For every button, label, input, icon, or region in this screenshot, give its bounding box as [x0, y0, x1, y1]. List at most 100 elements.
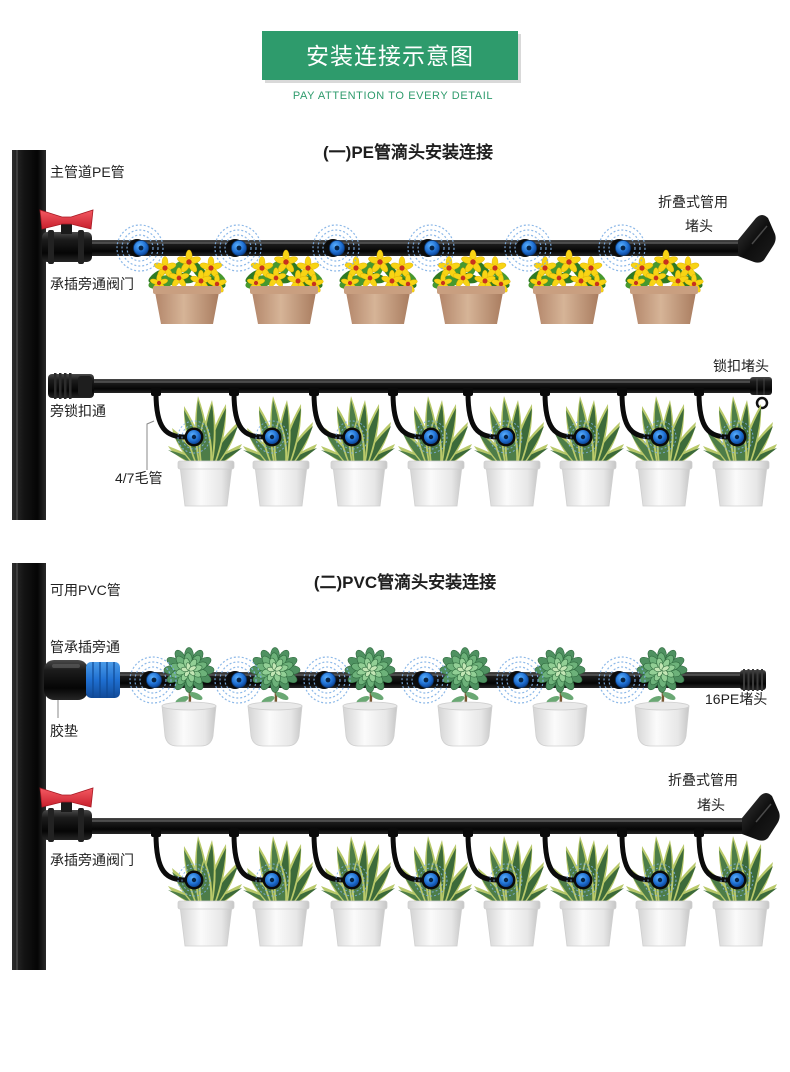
capillary-tube — [465, 390, 501, 440]
water-ripple — [335, 863, 369, 897]
pot-body — [561, 905, 615, 947]
lock-tee-ridge — [59, 373, 62, 399]
capillary-tube — [542, 390, 578, 440]
capillary-tube-icon — [463, 828, 501, 883]
capillary-tube — [619, 390, 655, 440]
flower-center — [273, 275, 279, 281]
pot-body — [409, 905, 463, 947]
dripper-icon — [489, 863, 523, 897]
stem-leaf — [662, 691, 676, 701]
yellow-flower — [344, 256, 368, 278]
capillary-tube — [311, 390, 347, 440]
stem-leaf — [465, 691, 479, 701]
plug-thread — [743, 669, 745, 691]
pot-rim — [177, 900, 235, 910]
dripper-outlet — [580, 877, 586, 883]
pot-rim — [177, 460, 235, 470]
snake-plant-pot-icon — [703, 396, 777, 507]
flower-center — [633, 280, 639, 286]
dripper-icon — [401, 656, 449, 704]
dripper-outlet — [138, 245, 144, 251]
stem-leaf — [189, 691, 203, 701]
water-ripple — [134, 661, 172, 699]
water-ripple — [177, 420, 211, 454]
pot-body — [535, 292, 599, 324]
header-subtitle: PAY ATTENTION TO EVERY DETAIL — [293, 90, 493, 102]
pot-body — [409, 465, 463, 507]
capillary-tube — [390, 390, 426, 440]
water-ripple — [181, 424, 207, 450]
lock-end-cap-icon — [750, 377, 772, 410]
flower-center — [536, 280, 542, 286]
dripper-icon — [335, 420, 369, 454]
pot-rim — [344, 286, 412, 294]
water-ripple — [219, 661, 257, 699]
water-ripple — [406, 661, 444, 699]
section-pe-title: (一)PE管滴头安装连接 — [323, 142, 493, 162]
yellow-flower — [548, 267, 570, 287]
dripper-outlet — [236, 245, 242, 251]
dripper-outlet — [191, 877, 197, 883]
pot-rim — [635, 460, 693, 470]
pot-rim — [407, 900, 465, 910]
leader-lines — [57, 420, 155, 718]
water-ripple — [608, 234, 636, 262]
stem-leaf — [560, 691, 574, 701]
pot-body — [485, 465, 539, 507]
dripper-icon — [643, 863, 677, 897]
yellow-flower — [684, 274, 704, 293]
main-pipe-highlight — [16, 150, 18, 520]
pot-body — [561, 465, 615, 507]
branch-pipe-icon — [92, 379, 752, 393]
snake-plant-pot-icon — [168, 396, 242, 507]
dripper-icon — [335, 863, 369, 897]
yellow-flower — [645, 267, 667, 287]
branch-pipe-highlight — [88, 820, 748, 822]
header-banner — [262, 31, 518, 80]
flower-center — [685, 265, 691, 271]
flower-center — [440, 280, 446, 286]
water-ripple — [720, 863, 754, 897]
section-pvc-title: (二)PVC管滴头安装连接 — [314, 572, 496, 592]
snake-plant-pot-icon — [321, 836, 395, 947]
branch-pipe-icon — [88, 240, 745, 256]
dripper-icon — [566, 863, 600, 897]
dripper-icon — [214, 656, 262, 704]
label-pe-plug: 16PE堵头 — [705, 691, 767, 707]
dripper-outlet — [734, 434, 740, 440]
dripper-icon — [214, 224, 262, 272]
dripper-icon — [129, 656, 177, 704]
water-ripple — [335, 420, 369, 454]
flower-center — [588, 265, 594, 271]
water-ripple — [603, 661, 641, 699]
valve-stem — [61, 221, 72, 234]
flower-center — [653, 275, 659, 281]
pot-rim — [559, 460, 617, 470]
connector-ridge — [106, 662, 108, 698]
pe-plug-icon — [740, 669, 766, 691]
capillary-tube — [231, 831, 267, 883]
pot-body — [342, 705, 398, 747]
water-ripple — [570, 424, 596, 450]
pot-rim — [161, 701, 217, 711]
flower-center — [482, 278, 488, 284]
label-socket-bypass: 管承插旁通 — [50, 639, 120, 655]
water-ripple — [643, 863, 677, 897]
dripper-outlet — [349, 434, 355, 440]
water-ripple — [317, 229, 355, 267]
yellow-flower — [274, 249, 298, 273]
capillary-tube-icon — [229, 828, 267, 883]
pot-body — [637, 465, 691, 507]
dripper-outlet — [151, 677, 157, 683]
water-ripple — [506, 666, 534, 694]
water-ripple — [322, 234, 350, 262]
pot-rim — [330, 460, 388, 470]
valve-handle — [39, 787, 94, 808]
succulent-leaf — [661, 665, 670, 672]
plug-thread — [761, 669, 763, 691]
pot-rim — [634, 701, 690, 711]
label-bypass-valve: 承插旁通阀门 — [50, 852, 134, 868]
label-folding-cap-line1: 折叠式管用 — [658, 194, 728, 210]
dripper-outlet — [526, 245, 532, 251]
succulent-pot-icon — [634, 647, 690, 747]
